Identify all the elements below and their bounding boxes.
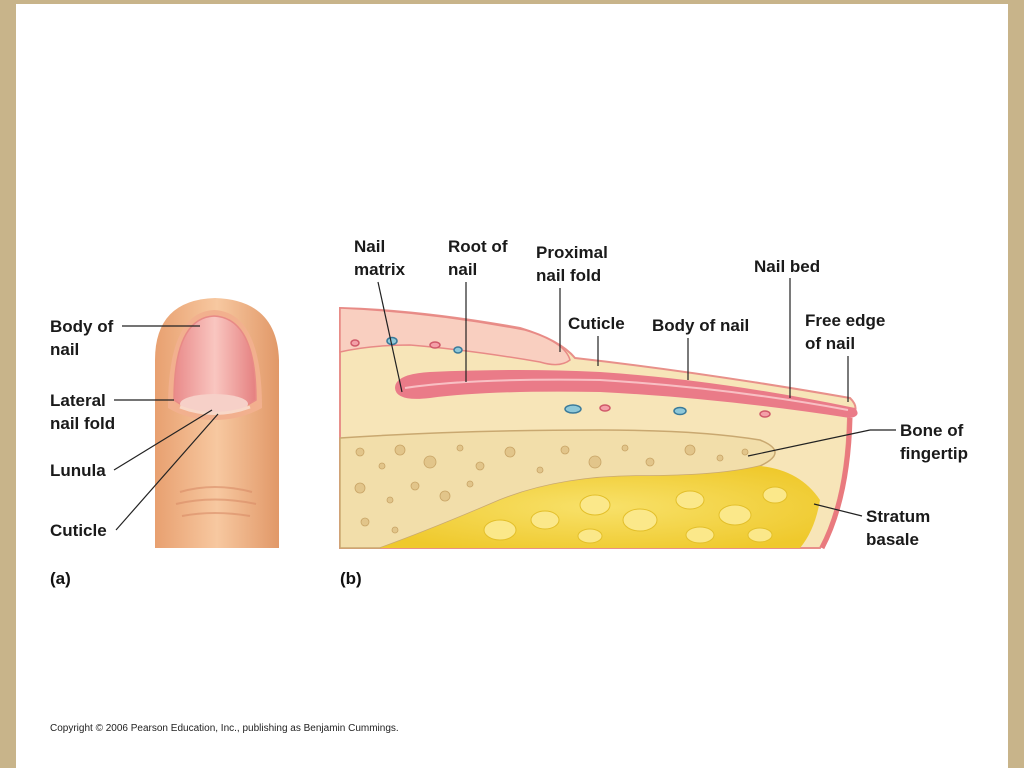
lunula-shape <box>180 394 248 414</box>
label-free-edge-of-nail: Free edge of nail <box>805 311 885 402</box>
nail-anatomy-figure: Body of nail Lateral nail fold Lunula Cu… <box>50 237 968 588</box>
label-line: Free edge <box>805 311 885 330</box>
svg-text:Stratum: Stratum <box>866 507 930 526</box>
svg-text:nail fold: nail fold <box>50 414 115 433</box>
svg-text:fingertip: fingertip <box>900 444 968 463</box>
label-line: Bone of <box>900 421 964 440</box>
panel-b-tag: (b) <box>340 569 362 588</box>
label-line: Lunula <box>50 461 106 480</box>
bone-pores <box>354 444 749 534</box>
svg-text:Cuticle: Cuticle <box>568 314 625 333</box>
label-line: Root of <box>448 237 508 256</box>
nail-highlight <box>404 378 849 411</box>
svg-text:Body of: Body of <box>50 317 114 336</box>
label-line: Nail <box>354 237 385 256</box>
stratum-basale-shape <box>819 417 853 550</box>
label-nail-bed: Nail bed <box>754 257 820 398</box>
label-line: Nail bed <box>754 257 820 276</box>
svg-text:Free edge: Free edge <box>805 311 885 330</box>
label-line: Stratum <box>866 507 930 526</box>
svg-text:nail: nail <box>50 340 79 359</box>
label-line: Body of <box>50 317 114 336</box>
svg-text:Nail bed: Nail bed <box>754 257 820 276</box>
panel-a-tag: (a) <box>50 569 71 588</box>
label-line: Proximal <box>536 243 608 262</box>
fat-globules <box>483 486 788 544</box>
label-line: Cuticle <box>50 521 107 540</box>
svg-text:Body of nail: Body of nail <box>652 316 749 335</box>
label-stratum-basale: Stratum basale <box>813 503 930 549</box>
label-line: Lateral <box>50 391 106 410</box>
vessels <box>350 339 771 418</box>
svg-text:Root of: Root of <box>448 237 508 256</box>
label-line: nail <box>50 340 79 359</box>
label-line: nail <box>448 260 477 279</box>
svg-text:nail: nail <box>448 260 477 279</box>
svg-text:Lunula: Lunula <box>50 461 106 480</box>
label-nail-matrix: Nail matrix <box>354 237 406 393</box>
label-lateral-nail-fold: Lateral nail fold <box>50 391 174 433</box>
label-line: Body of nail <box>652 316 749 335</box>
svg-text:Lateral: Lateral <box>50 391 106 410</box>
knuckle-creases <box>175 486 257 517</box>
label-line: Cuticle <box>568 314 625 333</box>
label-line: fingertip <box>900 444 968 463</box>
svg-text:of nail: of nail <box>805 334 855 353</box>
label-cuticle-b: Cuticle <box>568 314 625 366</box>
svg-text:Bone of: Bone of <box>900 421 964 440</box>
label-cuticle-a: Cuticle <box>50 413 219 540</box>
label-line: basale <box>866 530 919 549</box>
label-line: nail fold <box>50 414 115 433</box>
svg-text:matrix: matrix <box>354 260 406 279</box>
proximal-nail-fold-shape <box>339 307 571 366</box>
label-line: matrix <box>354 260 406 279</box>
svg-text:basale: basale <box>866 530 919 549</box>
label-proximal-nail-fold: Proximal nail fold <box>536 243 608 352</box>
bone-shape <box>339 429 776 549</box>
svg-text:Proximal: Proximal <box>536 243 608 262</box>
cuticle-shape <box>179 405 251 415</box>
svg-text:Cuticle: Cuticle <box>50 521 107 540</box>
label-line: nail fold <box>536 266 601 285</box>
finger-illustration <box>155 298 279 548</box>
slide: Body of nail Lateral nail fold Lunula Cu… <box>16 4 1008 768</box>
label-bone-of-fingertip: Bone of fingertip <box>747 421 968 463</box>
label-body-of-nail-a: Body of nail <box>50 317 200 359</box>
nail-shape <box>395 370 858 418</box>
label-body-of-nail-b: Body of nail <box>652 316 749 380</box>
label-root-of-nail: Root of nail <box>448 237 508 382</box>
svg-text:nail fold: nail fold <box>536 266 601 285</box>
svg-text:Nail: Nail <box>354 237 385 256</box>
label-lunula: Lunula <box>50 409 213 480</box>
copyright-notice: Copyright © 2006 Pearson Education, Inc.… <box>50 723 399 734</box>
label-line: of nail <box>805 334 855 353</box>
cross-section <box>339 306 858 550</box>
